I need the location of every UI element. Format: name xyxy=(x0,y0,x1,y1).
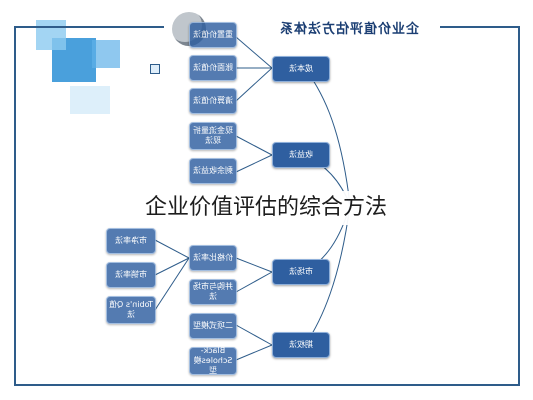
submethod-node: 并购与市场法 xyxy=(189,279,237,305)
submethod-node: 剩余收益法 xyxy=(189,158,237,184)
leaf-node: 市销率法 xyxy=(106,262,156,288)
frame-top-right xyxy=(440,26,520,28)
submethod-node: 价格比率法 xyxy=(189,245,237,271)
method-node-cost: 成本法 xyxy=(272,56,330,82)
decor-cube-small xyxy=(92,40,120,68)
leaf-node: 市净率法 xyxy=(106,228,156,254)
method-node-market: 市场法 xyxy=(272,259,330,285)
slide-title: 企业价值评估的综合方法 xyxy=(118,191,414,225)
decor-cube-dot xyxy=(150,64,160,74)
decor-cube-light xyxy=(70,86,110,114)
frame-top-left xyxy=(14,26,164,28)
leaf-node: Tobin's Q值法 xyxy=(106,296,156,324)
submethod-node: 账面价值法 xyxy=(189,55,237,81)
frame-left xyxy=(14,26,16,386)
frame-bottom xyxy=(14,384,520,386)
submethod-node: 重置价值法 xyxy=(189,22,237,48)
method-node-income: 收益法 xyxy=(272,142,330,168)
submethod-node: Black-Scholes模型 xyxy=(189,346,237,375)
decor-cube-medium xyxy=(36,20,66,50)
submethod-node: 现金流量折现法 xyxy=(189,122,237,150)
frame-right xyxy=(518,26,520,386)
method-node-option: 期权法 xyxy=(272,332,330,358)
submethod-node: 清算价值法 xyxy=(189,88,237,114)
submethod-node: 二项式模型 xyxy=(189,313,237,339)
